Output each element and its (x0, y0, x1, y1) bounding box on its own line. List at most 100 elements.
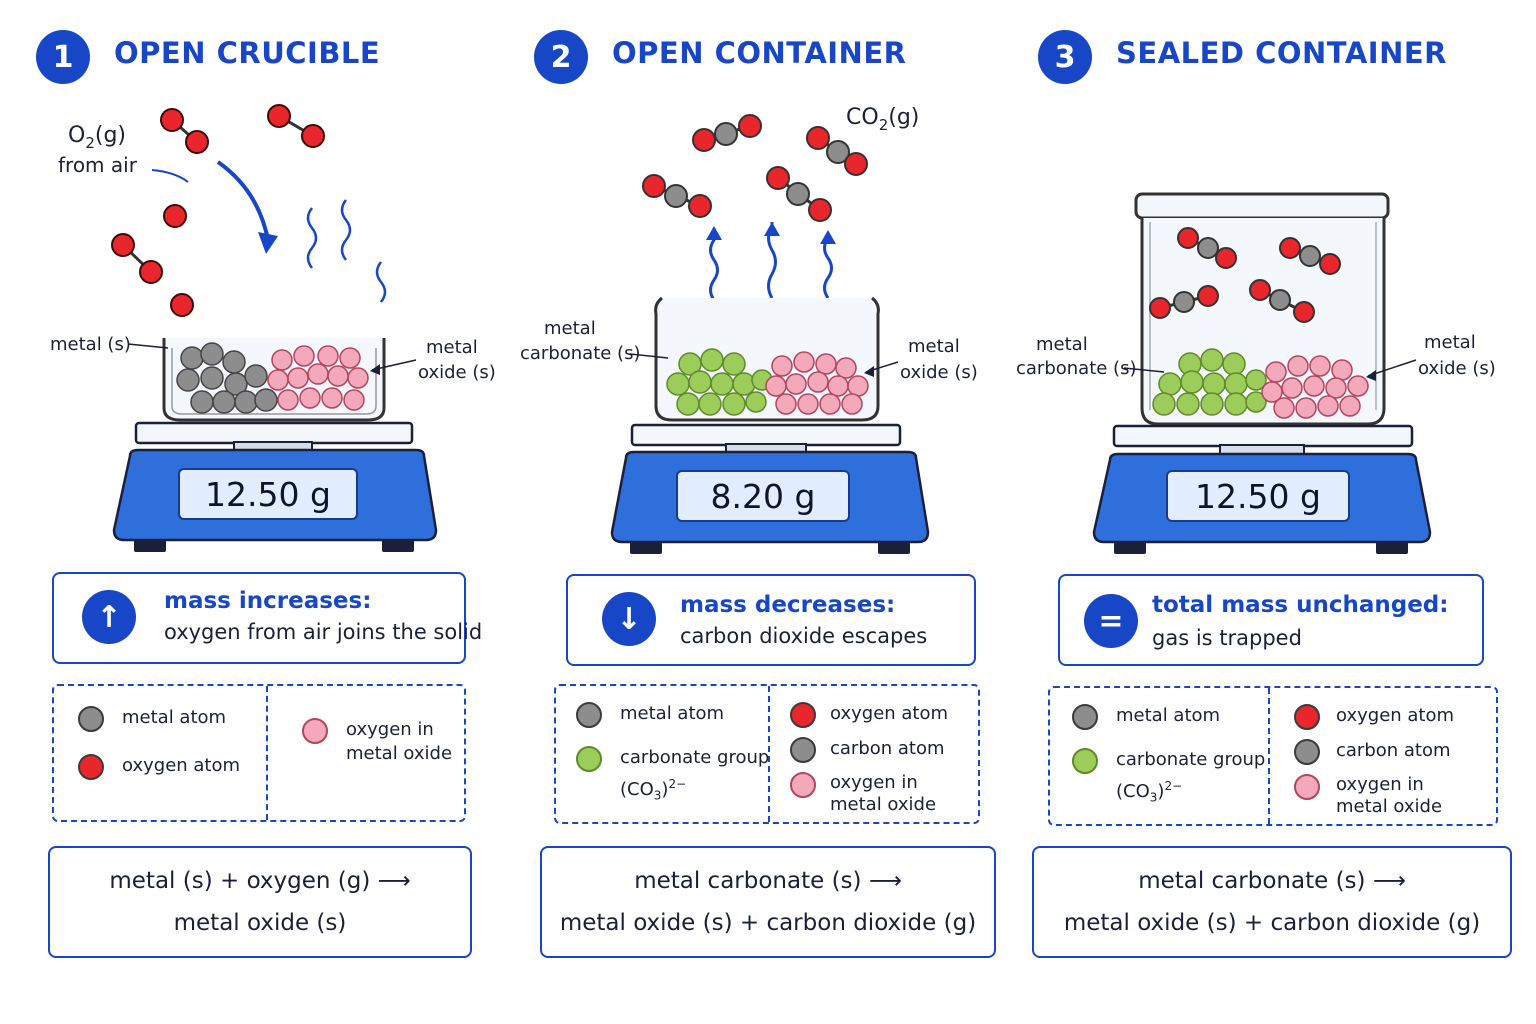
oxide-oxygen-icon (790, 772, 816, 798)
equation-line: metal oxide (s) + carbon dioxide (g) (1063, 910, 1481, 936)
gas-source-label: from air (58, 153, 138, 177)
oxygen-atom-icon (78, 754, 104, 780)
oxide-label-line1: metal (426, 337, 478, 358)
gas-label: CO2(g) (846, 105, 919, 134)
result-text: gas is trapped (1152, 626, 1302, 650)
scale-readout: 8.20 g (676, 470, 850, 522)
result-heading: mass increases: (164, 588, 372, 614)
equation-line: metal oxide (s) + carbon dioxide (g) (559, 910, 977, 936)
result-box: ↓ mass decreases: carbon dioxide escapes (566, 574, 976, 666)
carbonate-label-line2: carbonate (s) (520, 343, 640, 364)
legend-item: carbon atom (790, 737, 945, 763)
up-arrow-icon: ↑ (82, 590, 136, 644)
carbon-dioxide-molecule (642, 174, 712, 218)
carbon-dioxide-molecule (766, 166, 832, 222)
carbonate-label-line1: metal (544, 318, 596, 339)
oxide-oxygen-icon (302, 718, 328, 744)
metal-atom-icon (78, 706, 104, 732)
legend-item: oxygen in metal oxide (1294, 774, 1442, 818)
carbonate-group-icon (1072, 748, 1098, 774)
word-equation: metal carbonate (s) ⟶ metal oxide (s) + … (540, 846, 996, 958)
legend-item: oxygen in metal oxide (302, 718, 452, 766)
oxide-oxygen-icon (1294, 774, 1320, 800)
step-number-badge: 3 (1038, 30, 1092, 84)
result-text: oxygen from air joins the solid (164, 620, 483, 644)
oxide-label-line2: oxide (s) (418, 362, 496, 383)
scale-readout: 12.50 g (178, 468, 358, 520)
result-box: ↑ mass increases: oxygen from air joins … (52, 572, 482, 664)
legend-item: metal atom (78, 706, 226, 732)
oxide-label-line2: oxide (s) (1418, 358, 1496, 379)
panel-sealed-container: 3 SEALED CONTAINER (1016, 0, 1536, 1024)
metal-oxide-particles (1261, 355, 1369, 419)
metal-oxide-particles (765, 351, 869, 415)
legend: metal atom carbonate group (CO3)2− oxyge… (554, 684, 980, 824)
panel-open-container: 2 OPEN CONTAINER CO2(g) (512, 0, 1024, 1024)
heat-squiggle-icon (306, 199, 387, 303)
legend-item: oxygen atom (78, 754, 240, 780)
word-equation: metal carbonate (s) ⟶ metal oxide (s) + … (1032, 846, 1512, 958)
legend-item: metal atom (576, 702, 724, 728)
oxygen-molecule (111, 233, 163, 284)
legend-item: carbonate group (1072, 748, 1265, 774)
oxygen-atom (170, 293, 194, 317)
carbon-atom-icon (1294, 739, 1320, 765)
panel-title: SEALED CONTAINER (1116, 36, 1447, 70)
result-text: carbon dioxide escapes (680, 624, 928, 648)
carbonate-label-line2: carbonate (s) (1016, 358, 1136, 379)
scale-readout: 12.50 g (1166, 470, 1350, 522)
carbon-dioxide-molecule (1149, 285, 1219, 319)
carbonate-label-line1: metal (1036, 334, 1088, 355)
equation-line: metal carbonate (s) ⟶ (634, 868, 902, 894)
equation-line: metal oxide (s) (173, 910, 347, 936)
oxide-label-line1: metal (908, 336, 960, 357)
carbonate-formula: (CO3)2− (1116, 779, 1183, 805)
equation-line: metal (s) + oxygen (g) ⟶ (109, 868, 411, 894)
oxide-label-line1: metal (1424, 332, 1476, 353)
metal-oxide-particles (267, 345, 369, 411)
carbon-dioxide-molecule (806, 126, 868, 176)
legend-item: carbon atom (1294, 739, 1451, 765)
panel-open-crucible: 1 OPEN CRUCIBLE O2(g) from air (0, 0, 512, 1024)
legend-item: oxygen in metal oxide (790, 772, 936, 816)
panel-title: OPEN CRUCIBLE (114, 36, 381, 70)
carbon-dioxide-molecule (692, 114, 762, 152)
carbon-dioxide-molecule (1279, 237, 1341, 275)
result-heading: total mass unchanged: (1152, 592, 1449, 618)
metal-carbonate-particles (1152, 348, 1267, 416)
inflow-arrow-icon (216, 160, 278, 254)
legend: metal atom carbonate group (CO3)2− oxyge… (1048, 686, 1498, 826)
legend-item: oxygen atom (790, 702, 948, 728)
carbon-dioxide-molecule (1249, 279, 1315, 323)
equation-line: metal carbonate (s) ⟶ (1138, 868, 1406, 894)
word-equation: metal (s) + oxygen (g) ⟶ metal oxide (s) (48, 846, 472, 958)
carbonate-group-icon (576, 746, 602, 772)
gas-label: O2(g) (68, 123, 126, 152)
oxygen-molecule (267, 104, 325, 148)
carbonate-formula: (CO3)2− (620, 777, 687, 803)
down-arrow-icon: ↓ (602, 592, 656, 646)
oxygen-atom-icon (790, 702, 816, 728)
oxygen-atom-icon (1294, 704, 1320, 730)
legend: metal atom oxygen atom oxygen in metal o… (52, 684, 466, 822)
legend-item: metal atom (1072, 704, 1220, 730)
oxygen-atom (163, 204, 187, 228)
metal-carbonate-particles (666, 348, 773, 416)
panel-title: OPEN CONTAINER (612, 36, 907, 70)
metal-atoms (176, 342, 278, 414)
step-number-badge: 2 (534, 30, 588, 84)
metal-label: metal (s) (50, 334, 131, 355)
sealed-scene: metal carbonate (s) metal oxide (s) (1016, 192, 1496, 554)
step-number-badge: 1 (36, 30, 90, 84)
carbon-dioxide-molecule (1177, 227, 1237, 269)
legend-item: oxygen atom (1294, 704, 1454, 730)
result-heading: mass decreases: (680, 592, 896, 618)
carbon-atom-icon (790, 737, 816, 763)
equals-sign-icon: = (1084, 594, 1138, 648)
oxide-label-line2: oxide (s) (900, 362, 978, 383)
oxygen-molecule (160, 108, 209, 154)
metal-atom-icon (1072, 704, 1098, 730)
metal-atom-icon (576, 702, 602, 728)
result-box: = total mass unchanged: gas is trapped (1058, 574, 1484, 666)
legend-item: carbonate group (576, 746, 769, 772)
